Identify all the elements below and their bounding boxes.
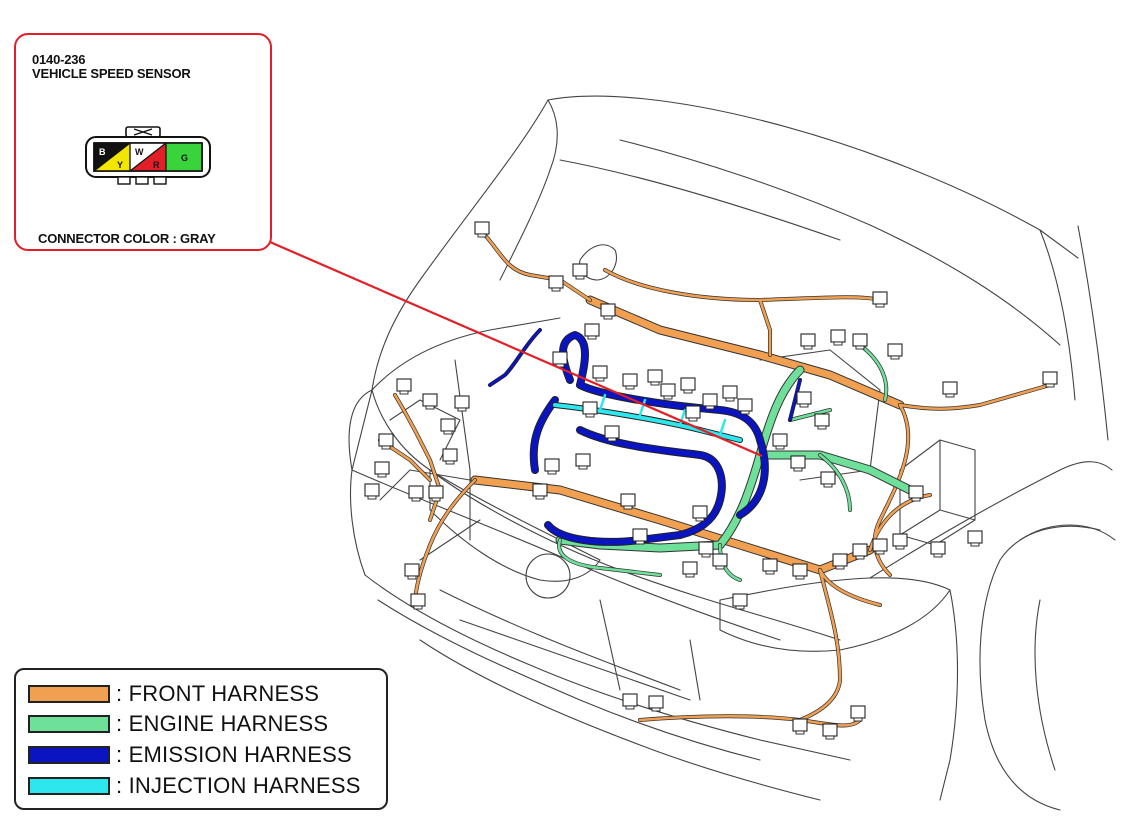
legend-swatch-injection [28,777,110,795]
legend-swatch-engine [28,715,110,733]
legend-label-injection: : INJECTION HARNESS [116,773,361,798]
legend-item-emission: : EMISSION HARNESS [28,742,352,767]
connector-name: VEHICLE SPEED SENSOR [32,66,191,81]
pin-y-label: Y [117,160,123,170]
legend-item-engine: : ENGINE HARNESS [28,711,329,736]
pin-g [166,143,202,171]
legend-label-front: : FRONT HARNESS [116,681,320,706]
legend-item-injection: : INJECTION HARNESS [28,773,361,798]
connector-code: 0140-236 [32,52,86,67]
harness-legend: : FRONT HARNESS : ENGINE HARNESS : EMISS… [14,668,388,810]
legend-swatch-emission [28,746,110,764]
callout-leader-line [269,240,763,458]
pin-g-label: G [181,153,188,163]
connector-color-note: CONNECTOR COLOR : GRAY [38,231,216,246]
pin-r-label: R [153,160,160,170]
car-body-outline [348,95,1116,811]
pin-w-label: W [135,147,144,157]
connector-callout: 0140-236 VEHICLE SPEED SENSOR B Y W R G … [14,33,272,251]
legend-label-engine: : ENGINE HARNESS [116,711,329,736]
front-harness [378,230,1052,728]
pin-b-label: B [99,147,106,157]
legend-label-emission: : EMISSION HARNESS [116,742,352,767]
emission-harness [488,328,802,546]
legend-item-front: : FRONT HARNESS [28,681,320,706]
injection-harness [552,393,743,443]
connector-face-icon: B Y W R G [85,126,211,185]
legend-swatch-front [28,685,110,703]
